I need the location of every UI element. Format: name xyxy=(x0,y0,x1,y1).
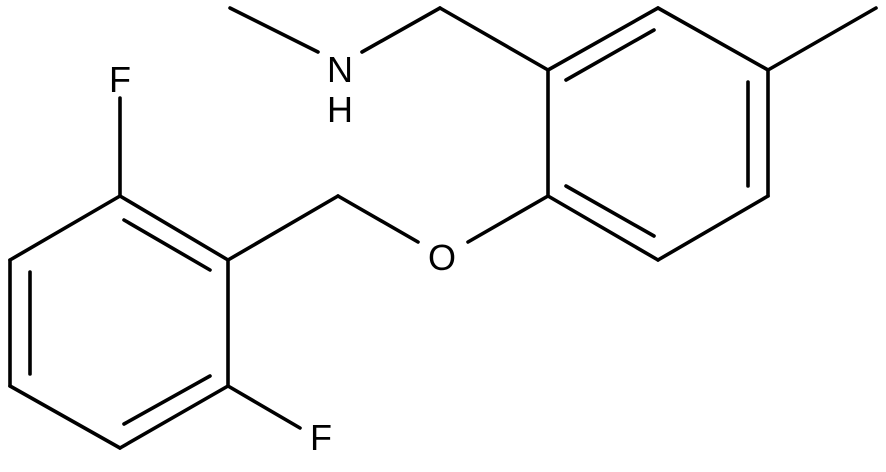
atom-label-hydrogen: H xyxy=(327,89,353,130)
bond xyxy=(656,6,770,72)
bond-ch2-n xyxy=(360,6,442,54)
bond-n-methyl xyxy=(228,6,320,54)
bond xyxy=(8,194,122,262)
bond xyxy=(118,384,230,450)
double-bond-inner xyxy=(564,28,656,82)
bond-ring-ch2 xyxy=(226,194,340,262)
bond-o-ring xyxy=(466,194,550,244)
bond xyxy=(118,194,230,262)
difluorophenyl-ring xyxy=(8,194,230,450)
bond-ch2-o xyxy=(336,194,420,244)
bond xyxy=(656,194,770,262)
double-bond-inner xyxy=(564,184,656,238)
atom-label-fluorine-top: F xyxy=(109,59,131,100)
bond xyxy=(546,6,660,72)
bond xyxy=(546,194,660,262)
atom-label-oxygen: O xyxy=(428,237,456,278)
double-bond-inner xyxy=(122,374,212,426)
bond-ring-methyl xyxy=(766,6,878,72)
atom-label-fluorine-bottom: F xyxy=(310,417,332,458)
atom-label-nitrogen: N xyxy=(327,49,353,90)
bond-c-f-bottom xyxy=(226,384,302,430)
methylphenyl-ring xyxy=(546,6,770,262)
double-bond-inner xyxy=(122,218,212,272)
bond-ring-ch2-amine xyxy=(438,6,550,72)
bond xyxy=(8,384,122,450)
